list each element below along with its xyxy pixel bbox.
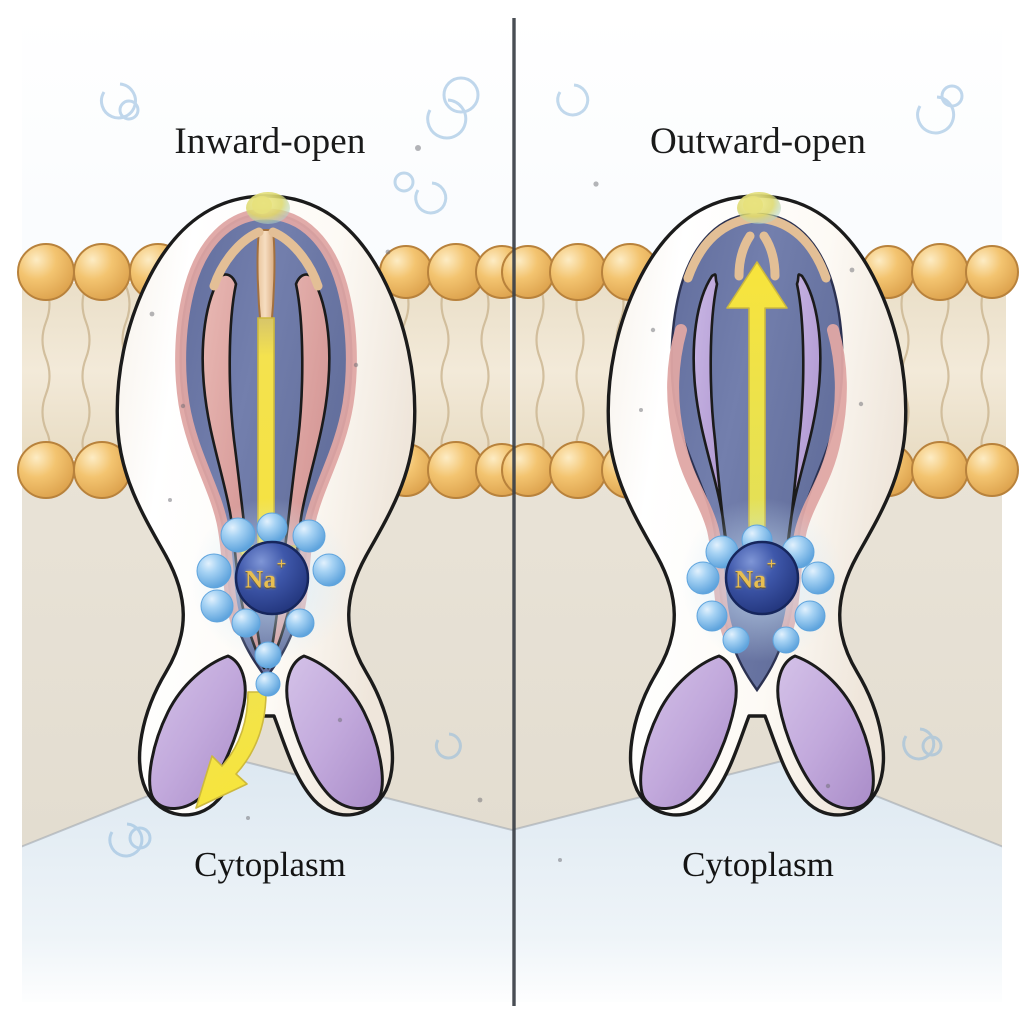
water-molecule <box>312 553 346 587</box>
purple-lobe-left-rp <box>639 654 738 810</box>
water-molecule <box>772 626 800 654</box>
water-molecule <box>285 608 315 638</box>
lower-solution <box>18 760 1006 1010</box>
water-molecule <box>292 519 326 553</box>
sodium-ion-label-right: Na+ <box>735 554 777 594</box>
cytoplasm-label-left: Cytoplasm <box>194 845 346 884</box>
water-molecule <box>696 600 728 632</box>
purple-lobe-right <box>285 654 384 810</box>
water-molecule <box>231 608 261 638</box>
cytoplasm-label-right: Cytoplasm <box>682 845 834 884</box>
hydration-shell-right <box>680 498 844 662</box>
transporter-left[interactable] <box>115 192 417 817</box>
hydration-shell-left <box>190 498 354 697</box>
water-molecule <box>255 671 281 697</box>
water-molecule <box>722 626 750 654</box>
water-molecule <box>254 641 282 669</box>
apex-substrate-blob-right <box>737 192 781 224</box>
water-molecule <box>200 589 234 623</box>
sodium-ion <box>724 540 800 616</box>
panel-title-right: Outward-open <box>649 121 867 162</box>
sodium-charge-right: + <box>766 553 777 573</box>
apex-gate-left-arm-rp <box>734 231 755 281</box>
panel-title-left: Inward-open <box>174 121 366 162</box>
apex-gate-left <box>256 229 276 331</box>
water-molecule <box>256 512 288 544</box>
sodium-ion-label-left: Na+ <box>245 554 287 594</box>
purple-lobe-left <box>148 654 247 810</box>
water-molecule <box>220 517 256 553</box>
sodium-charge-left: + <box>276 553 287 573</box>
decorative-water-molecules <box>99 76 964 858</box>
sodium-symbol-right: Na <box>735 566 767 594</box>
purple-lobe-right-rp <box>776 654 875 810</box>
apex-substrate-blob-left <box>246 192 290 224</box>
water-molecule <box>686 561 720 595</box>
decorative-speckles <box>149 145 864 862</box>
apex-hook-right-arm <box>268 227 323 291</box>
water-molecule <box>801 561 835 595</box>
apex-gate-right-arm-rp <box>759 231 780 281</box>
water-molecule <box>196 553 232 589</box>
water-molecule <box>794 600 826 632</box>
apex-hook-left-arm <box>209 227 264 291</box>
sodium-symbol-left: Na <box>245 566 277 594</box>
na-exit-arrow-left <box>195 691 267 809</box>
transporter-right[interactable] <box>606 192 908 817</box>
sodium-ion <box>234 540 310 616</box>
